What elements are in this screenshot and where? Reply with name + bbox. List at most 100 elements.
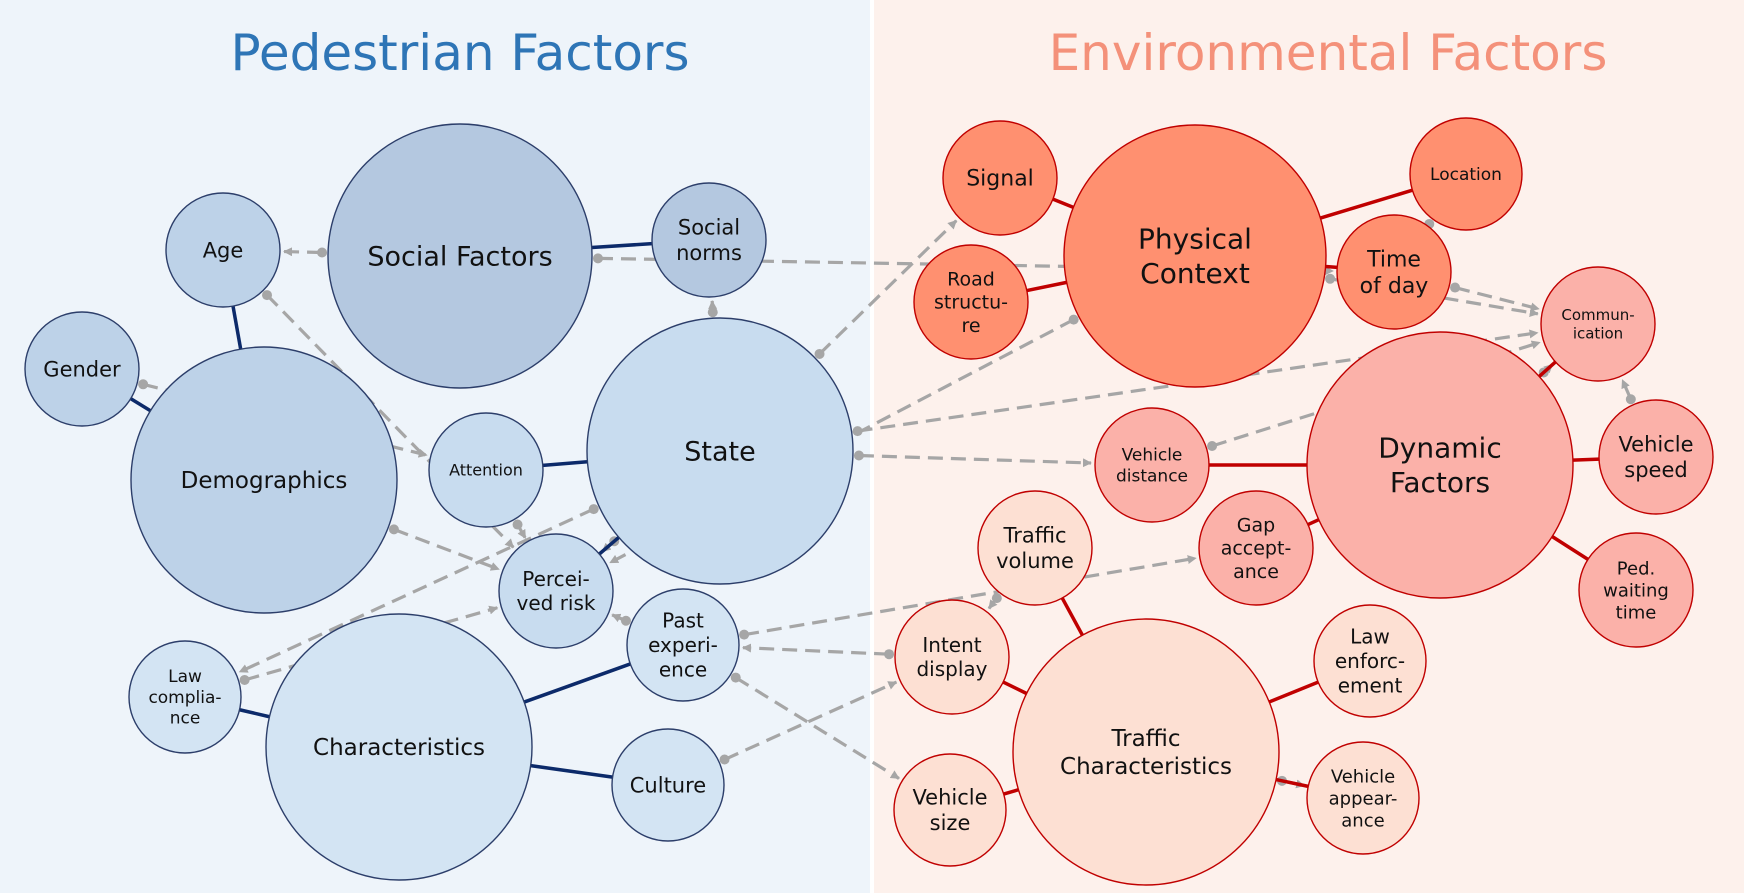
influence-social-factors-to-time-of-day-source-dot xyxy=(592,253,603,264)
node-perceived-risk: Percei-ved risk xyxy=(498,533,614,649)
law-enforcement-label-line-2: enforc- xyxy=(1335,649,1405,673)
traffic-characteristics-label-line-2: Characteristics xyxy=(1060,754,1232,780)
pedestrian-factors-title: Pedestrian Factors xyxy=(230,24,689,82)
state-label-line-1: State xyxy=(684,436,755,467)
law-enforcement-label-line-1: Law xyxy=(1350,625,1390,649)
influence-intent-display-to-past-experience-arrow xyxy=(742,643,890,656)
influence-time-of-day-to-communication-source-dot xyxy=(1450,282,1461,293)
node-attention: Attention xyxy=(428,412,544,528)
vehicle-distance-circle xyxy=(1094,407,1210,523)
influence-state-to-law-compliance-source-dot xyxy=(588,504,599,515)
link-dynamic-factors-vehicle-speed xyxy=(1572,457,1600,462)
signal-label-line-1: Signal xyxy=(966,167,1034,192)
influence-demographics-to-perceived-risk-source-dot xyxy=(388,524,399,535)
demographics-circle xyxy=(130,346,398,614)
ped-waiting-time-circle xyxy=(1578,532,1694,648)
node-culture: Culture xyxy=(611,728,725,842)
gap-acceptance-label-line-1: Gap xyxy=(1237,514,1275,536)
influence-age-to-perceived-risk-source-dot xyxy=(262,290,273,301)
vehicle-size-label-line-1: Vehicle xyxy=(912,786,987,810)
time-of-day-label-line-2: of day xyxy=(1360,274,1429,299)
node-location: Location xyxy=(1409,117,1523,231)
link-dynamic-factors-communication xyxy=(1538,360,1557,378)
influence-past-experience-to-perceived-risk-source-dot xyxy=(620,615,631,626)
link-attention-state xyxy=(542,460,588,468)
ped-waiting-time-label-line-3: time xyxy=(1616,602,1657,623)
node-signal: Signal xyxy=(942,120,1058,236)
factor-nodes: Social FactorsSocialnormsAgeGenderDemogr… xyxy=(24,117,1714,886)
law-enforcement-label-line-3: ement xyxy=(1338,673,1403,697)
link-road-structure-physical-context xyxy=(1026,280,1068,293)
link-physical-context-time-of-day xyxy=(1325,264,1338,270)
node-age: Age xyxy=(165,192,281,308)
vehicle-distance-label-line-1: Vehicle xyxy=(1122,446,1183,466)
influence-past-experience-to-vehicle-size-source-dot xyxy=(730,672,741,683)
link-gender-demographics xyxy=(129,397,152,413)
vehicle-size-label-line-2: size xyxy=(930,811,971,835)
age-label-line-1: Age xyxy=(203,238,244,262)
link-characteristics-past-experience xyxy=(523,662,631,704)
characteristics-circle xyxy=(265,613,533,881)
law-enforcement-circle xyxy=(1313,604,1427,718)
attention-label-line-1: Attention xyxy=(449,461,523,480)
past-experience-label-line-2: experi- xyxy=(648,633,718,657)
link-law-compliance-characteristics xyxy=(239,708,270,719)
link-social-factors-social-norms xyxy=(591,241,653,250)
influence-vehicle-distance-to-communication-source-dot xyxy=(1207,441,1218,452)
dynamic-factors-label-line-1: Dynamic xyxy=(1378,432,1501,465)
influence-gender-to-attention-source-dot xyxy=(138,379,149,390)
dynamic-factors-circle xyxy=(1306,331,1574,599)
time-of-day-circle xyxy=(1336,214,1452,330)
environmental-factors-title: Environmental Factors xyxy=(1049,24,1608,82)
influence-attention-to-perceived-risk-source-dot xyxy=(512,519,523,530)
influence-past-experience-to-gap-acceptance-source-dot xyxy=(739,629,750,640)
demographics-label-line-1: Demographics xyxy=(181,468,348,494)
past-experience-circle xyxy=(626,588,740,702)
location-label-line-1: Location xyxy=(1430,165,1502,185)
influence-state-to-vehicle-distance-arrow xyxy=(858,453,1092,468)
physical-context-label-line-2: Context xyxy=(1140,257,1250,290)
influence-past-experience-to-vehicle-size-arrow xyxy=(734,676,900,780)
gap-acceptance-label-line-3: ance xyxy=(1233,561,1279,583)
road-structure-label-line-1: Road xyxy=(947,268,995,290)
node-characteristics: Characteristics xyxy=(265,613,533,881)
ped-waiting-time-label-line-1: Ped. xyxy=(1617,558,1655,579)
ped-waiting-time-label-line-2: waiting xyxy=(1603,580,1669,601)
node-state: State xyxy=(586,317,854,585)
intent-display-label-line-2: display xyxy=(916,657,987,681)
influence-traffic-volume-to-intent-display-source-dot xyxy=(991,593,1002,604)
communication-circle xyxy=(1540,266,1656,382)
link-traffic-characteristics-traffic-volume xyxy=(1060,597,1084,637)
location-circle xyxy=(1409,117,1523,231)
law-compliance-label-line-3: nce xyxy=(170,709,201,729)
node-gender: Gender xyxy=(24,311,140,427)
culture-circle xyxy=(611,728,725,842)
influence-state-to-vehicle-distance-source-dot xyxy=(853,450,864,461)
traffic-characteristics-circle xyxy=(1012,618,1280,886)
signal-circle xyxy=(942,120,1058,236)
past-experience-label-line-3: ence xyxy=(659,657,707,681)
link-dynamic-factors-ped-waiting-time xyxy=(1551,535,1589,561)
vehicle-size-circle xyxy=(893,753,1007,867)
dynamic-factors-label-line-2: Factors xyxy=(1390,466,1490,499)
node-communication: Commun-ication xyxy=(1540,266,1656,382)
link-age-demographics xyxy=(231,305,243,350)
law-compliance-circle xyxy=(128,640,242,754)
traffic-volume-label-line-1: Traffic xyxy=(1002,524,1066,548)
influence-past-experience-to-gap-acceptance-arrow xyxy=(743,555,1197,637)
influence-culture-to-intent-display-source-dot xyxy=(719,754,730,765)
gap-acceptance-circle xyxy=(1198,490,1314,606)
vehicle-speed-label-line-1: Vehicle xyxy=(1618,433,1693,457)
